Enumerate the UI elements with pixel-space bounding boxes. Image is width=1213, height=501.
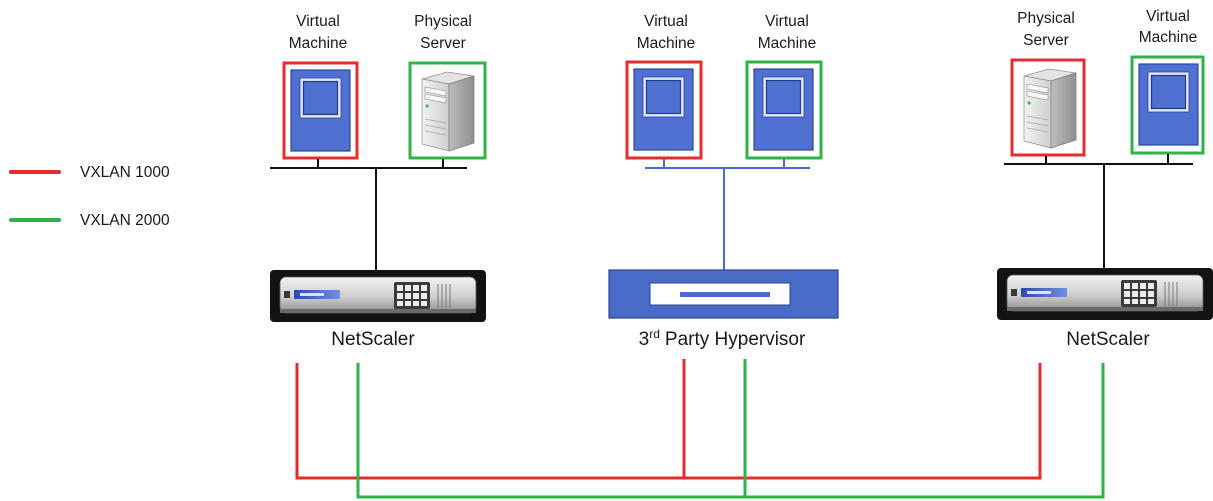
site-middle: Virtual Machine Virtual Machine 3rd Party… [608,13,839,350]
endpoint-label: Server [1023,32,1069,49]
endpoint-label: Server [420,35,466,52]
hypervisor-label-superscript: rd [649,327,660,341]
endpoint-label: Virtual [644,13,688,30]
netscaler-appliance-icon [269,269,487,323]
legend-item-vxlan-2000: VXLAN 2000 [9,212,170,229]
legend-label-vxlan-1000: VXLAN 1000 [80,164,170,181]
device-label: NetScaler [1066,329,1150,350]
virtual-machine-icon [625,60,703,160]
legend-item-vxlan-1000: VXLAN 1000 [9,164,170,181]
virtual-machine-icon [282,61,359,160]
endpoint-label: Physical [1017,10,1075,27]
hypervisor-label-text: Party Hypervisor [665,329,806,350]
device-label: NetScaler [331,329,415,350]
physical-server-icon [408,61,487,160]
site-right: Physical Server Virtual Machine NetScale… [996,8,1213,350]
physical-server-icon [1010,58,1086,157]
hypervisor-icon [608,269,839,319]
endpoint-label: Machine [1139,29,1198,46]
hypervisor-label: 3rd Party Hypervisor [639,327,806,350]
endpoint-label: Machine [758,35,817,52]
endpoint-label: Machine [289,35,348,52]
virtual-machine-icon [1130,55,1205,155]
legend: VXLAN 1000 VXLAN 2000 [9,164,170,229]
site-left: Virtual Machine Physical Server NetScale… [269,13,487,350]
vxlan-1000-links [295,359,1042,480]
vxlan-1000-link [295,363,1042,480]
virtual-machine-icon [745,60,823,160]
endpoint-label: Physical [414,13,472,30]
hypervisor-label-number: 3 [639,329,650,350]
endpoint-label: Virtual [296,13,340,30]
netscaler-appliance-icon [996,267,1213,321]
endpoint-label: Virtual [1146,8,1190,25]
endpoint-label: Virtual [765,13,809,30]
vxlan-2000-links [356,359,1105,499]
vxlan-2000-link [356,363,1105,499]
legend-label-vxlan-2000: VXLAN 2000 [80,212,170,229]
endpoint-label: Machine [637,35,696,52]
